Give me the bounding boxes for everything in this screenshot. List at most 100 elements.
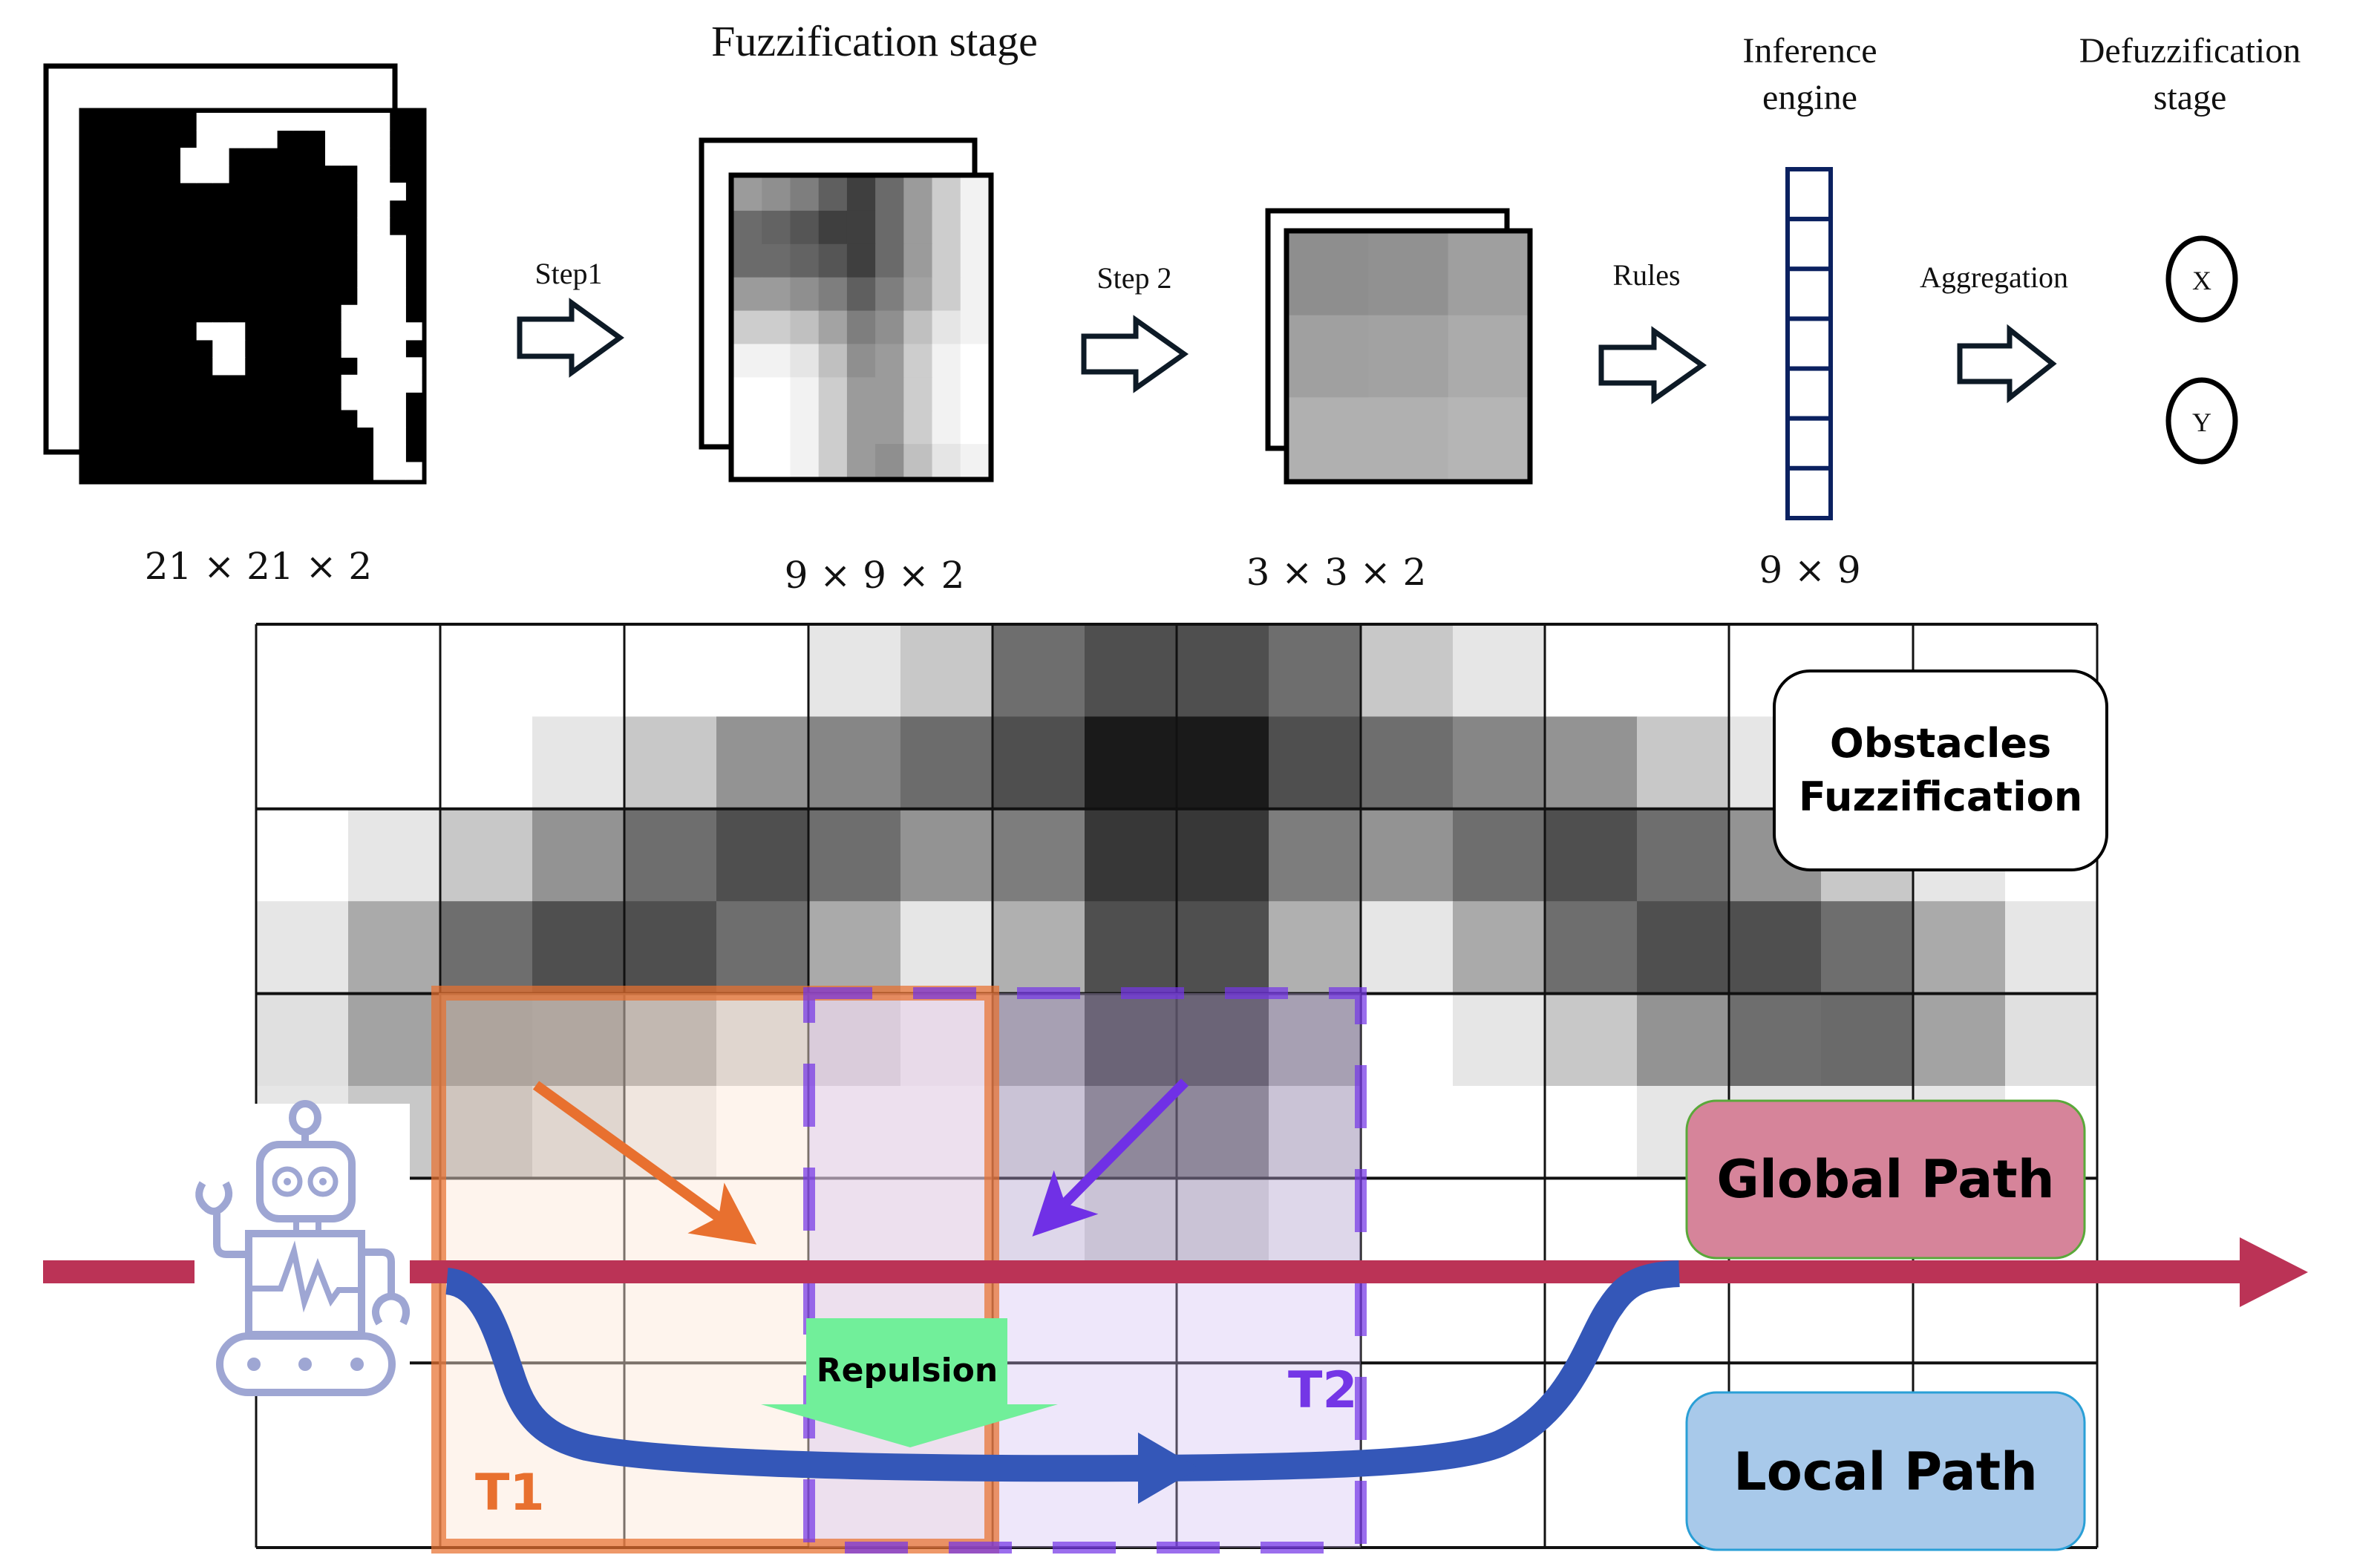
fuzzy9-cell xyxy=(846,310,876,345)
input-size-label: 21 × 21 × 2 xyxy=(145,545,372,588)
obstacle-grid-cell xyxy=(1545,808,1638,902)
fuzzy9-cell xyxy=(818,210,848,245)
global-path-legend-label: Global Path xyxy=(1716,1149,2054,1210)
obstacle-grid-cell xyxy=(808,624,901,717)
obstacle-grid-cell xyxy=(2005,901,2098,995)
obstacle-grid-cell xyxy=(716,901,809,995)
fuzzy9-cell xyxy=(875,243,904,278)
obstacle-grid-cell xyxy=(624,624,717,717)
obstacle-grid-cell xyxy=(1821,1270,1914,1364)
obstacle-grid-cell xyxy=(1269,993,1361,1087)
fuzzy9-cell xyxy=(790,444,820,478)
robot-left-claw xyxy=(195,1181,233,1215)
input-map-free-cell xyxy=(373,409,390,428)
inference-cell xyxy=(1785,465,1833,520)
input-map-free-cell xyxy=(196,113,213,131)
obstacle-grid-cell xyxy=(1453,1178,1546,1271)
robot-eye-right-pupil xyxy=(319,1178,327,1185)
obstacle-grid-cell xyxy=(348,1455,441,1548)
obstacle-grid-cell xyxy=(1821,993,1914,1087)
input-map-free-cell xyxy=(373,322,390,341)
obstacle-grid-cell xyxy=(808,993,901,1087)
input-map-free-cell xyxy=(373,183,390,201)
fuzzy9-cell xyxy=(733,310,762,345)
obstacle-grid-cell xyxy=(1913,993,2006,1087)
obstacle-grid-cell xyxy=(440,808,533,902)
input-map-free-cell xyxy=(373,374,390,393)
inference-cell xyxy=(1785,416,1833,471)
output-node-y: Y xyxy=(2165,377,2238,465)
local-path-legend-label: Local Path xyxy=(1733,1441,2038,1502)
obstacle-grid-cell xyxy=(1545,901,1638,995)
robot-eye-left-pupil xyxy=(284,1178,291,1185)
global-path-legend-box xyxy=(1685,1099,2086,1260)
inference-engine-column xyxy=(1785,167,1833,520)
obstacle-grid-cell xyxy=(993,808,1085,902)
input-map-free-cell xyxy=(389,339,406,358)
fuzzy3-cell xyxy=(1368,315,1449,398)
obstacle-grid-cell xyxy=(256,993,349,1087)
input-map-free-cell xyxy=(373,287,390,306)
t1-label: T1 xyxy=(475,1464,545,1522)
input-map-free-cell xyxy=(261,130,278,148)
fuzzy9-cell xyxy=(932,344,961,378)
fuzzy9-cell xyxy=(790,377,820,411)
obstacle-grid-cell xyxy=(624,716,717,810)
obstacle-grid-cell xyxy=(1085,1270,1177,1364)
input-map-free-cell xyxy=(244,113,261,131)
obstacle-grid-cell xyxy=(532,624,625,717)
t2-label: T2 xyxy=(1288,1361,1358,1420)
defuzz-title-line2: stage xyxy=(2154,78,2227,117)
inference-cell xyxy=(1785,167,1833,222)
obstacle-grid-cell xyxy=(1361,993,1454,1087)
obstacle-grid-cell xyxy=(1453,1270,1546,1364)
fuzzy3-cell xyxy=(1289,233,1369,316)
input-map-free-cell xyxy=(212,339,229,358)
obstacle-grid-cell xyxy=(624,993,717,1087)
fuzzy9-cell xyxy=(818,243,848,278)
obstacle-grid-cell xyxy=(256,1455,349,1548)
obstacle-grid-cell xyxy=(256,716,349,810)
input-map-free-cell xyxy=(357,357,374,376)
local-path-legend-box xyxy=(1685,1391,2086,1551)
obstacle-grid-cell xyxy=(900,1178,993,1271)
obstacle-grid-cell xyxy=(1637,624,1730,717)
input-map-free-cell xyxy=(373,113,390,131)
aggregation-arrow-icon xyxy=(1957,324,2057,404)
fuzzy9-cell xyxy=(875,410,904,445)
obstacle-grid-cell xyxy=(1545,716,1638,810)
obstacle-grid-cell xyxy=(1269,624,1361,717)
fuzzy9-cell xyxy=(762,277,791,312)
fuzzy9-cell xyxy=(846,277,876,312)
obstacle-grid-cell xyxy=(808,808,901,902)
fuzzy9-cell xyxy=(762,344,791,378)
fuzzy9-cell xyxy=(762,243,791,278)
obstacle-grid-cell xyxy=(1729,901,1822,995)
fuzzy9-cell xyxy=(960,377,990,411)
obstacle-grid-cell xyxy=(716,1270,809,1364)
fuzzy9-cell xyxy=(932,177,961,212)
fuzzy9-front-border xyxy=(728,172,994,482)
robot-eye-right xyxy=(307,1166,339,1197)
fuzzy9-stack xyxy=(699,137,994,482)
obstacle-grid-cell xyxy=(1269,1363,1361,1456)
obstacle-grid-cell xyxy=(624,1363,717,1456)
input-map-free-cell xyxy=(357,217,374,236)
fuzzy9-cell xyxy=(846,210,876,245)
fuzzy9-cell xyxy=(790,177,820,212)
input-map-free-cell xyxy=(357,235,374,253)
obstacle-grid-cell xyxy=(900,993,993,1087)
input-map-free-cell xyxy=(357,269,374,288)
repulsion-arrow-shape xyxy=(761,1318,1058,1447)
fuzzy3-cell xyxy=(1368,233,1449,316)
fuzzy3-cells xyxy=(1289,233,1529,480)
fuzzy9-cell xyxy=(733,377,762,411)
output-node-x: X xyxy=(2165,235,2238,323)
obstacle-grid-cell xyxy=(440,993,533,1087)
input-map-free-cell xyxy=(389,444,406,463)
defuzz-title-line1: Defuzzification xyxy=(2079,31,2301,71)
obstacle-grid-cell xyxy=(1177,1270,1269,1364)
global-path-legend: Global Path xyxy=(1685,1099,2086,1260)
aggregation-label: Aggregation xyxy=(1920,261,2068,294)
input-map-free-cell xyxy=(229,357,246,376)
